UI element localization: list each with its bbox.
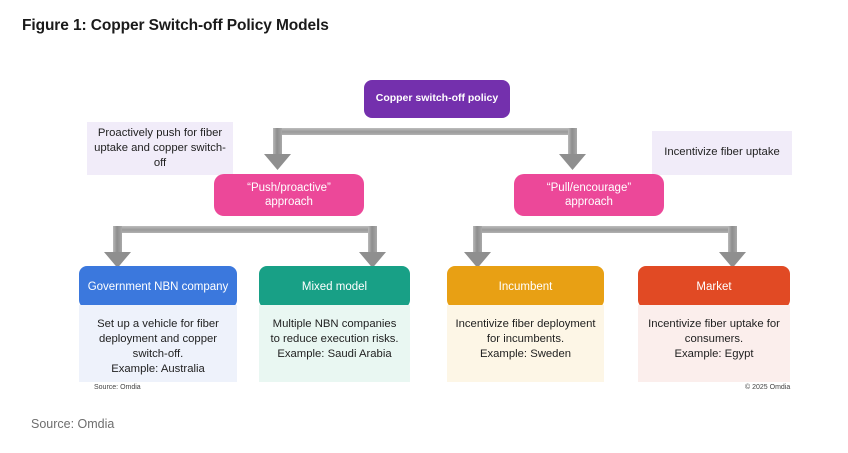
fork-arrow-pull-to-children: [455, 216, 755, 279]
annotation-push-text: Proactively push for fiber uptake and co…: [94, 126, 226, 170]
fork-arrow-push-to-children: [95, 216, 395, 279]
panel-government-nbn-company: Set up a vehicle for fiber deployment an…: [79, 305, 237, 382]
node-push-label: “Push/proactive” approach: [247, 181, 331, 210]
panel-amber-text: Incentivize fiber deployment for incumbe…: [455, 318, 596, 360]
annotation-pull-text: Incentivize fiber uptake: [664, 146, 780, 159]
node-red-label: Market: [696, 280, 732, 293]
node-push-proactive-approach[interactable]: “Push/proactive” approach: [214, 174, 364, 216]
figure-title: Figure 1: Copper Switch-off Policy Model…: [22, 17, 329, 34]
node-push-line2: approach: [265, 196, 313, 208]
annotation-pull: Incentivize fiber uptake: [652, 131, 792, 175]
panel-teal-text: Multiple NBN companies to reduce executi…: [270, 318, 399, 360]
node-mixed-model[interactable]: Mixed model: [259, 266, 410, 308]
panel-incumbent: Incentivize fiber deployment for incumbe…: [447, 305, 604, 382]
node-pull-encourage-approach[interactable]: “Pull/encourage” approach: [514, 174, 664, 216]
node-pull-label: “Pull/encourage” approach: [547, 181, 631, 210]
node-amber-label: Incumbent: [498, 280, 553, 293]
node-pull-line1: “Pull/encourage”: [546, 181, 632, 194]
node-government-nbn-company[interactable]: Government NBN company: [79, 266, 237, 308]
node-blue-label: Government NBN company: [87, 280, 229, 293]
node-incumbent[interactable]: Incumbent: [447, 266, 604, 308]
node-pull-line2: approach: [565, 196, 613, 208]
node-teal-label: Mixed model: [301, 280, 368, 293]
fork-arrow-root-to-approaches: [255, 118, 595, 181]
panel-red-text: Incentivize fiber uptake for consumers.E…: [648, 318, 780, 360]
panel-blue-text: Set up a vehicle for fiber deployment an…: [97, 318, 219, 375]
inline-source-note: Source: Omdia: [94, 384, 141, 391]
node-push-line1: “Push/proactive”: [247, 181, 331, 194]
panel-market: Incentivize fiber uptake for consumers.E…: [638, 305, 790, 382]
panel-mixed-model: Multiple NBN companies to reduce executi…: [259, 305, 410, 382]
annotation-push: Proactively push for fiber uptake and co…: [87, 122, 233, 175]
node-copper-switch-off-policy[interactable]: Copper switch-off policy: [364, 80, 510, 118]
node-market[interactable]: Market: [638, 266, 790, 308]
copyright-note: © 2025 Omdia: [745, 384, 791, 391]
figure-source-footer: Source: Omdia: [31, 417, 115, 431]
node-root-label: Copper switch-off policy: [375, 92, 499, 105]
